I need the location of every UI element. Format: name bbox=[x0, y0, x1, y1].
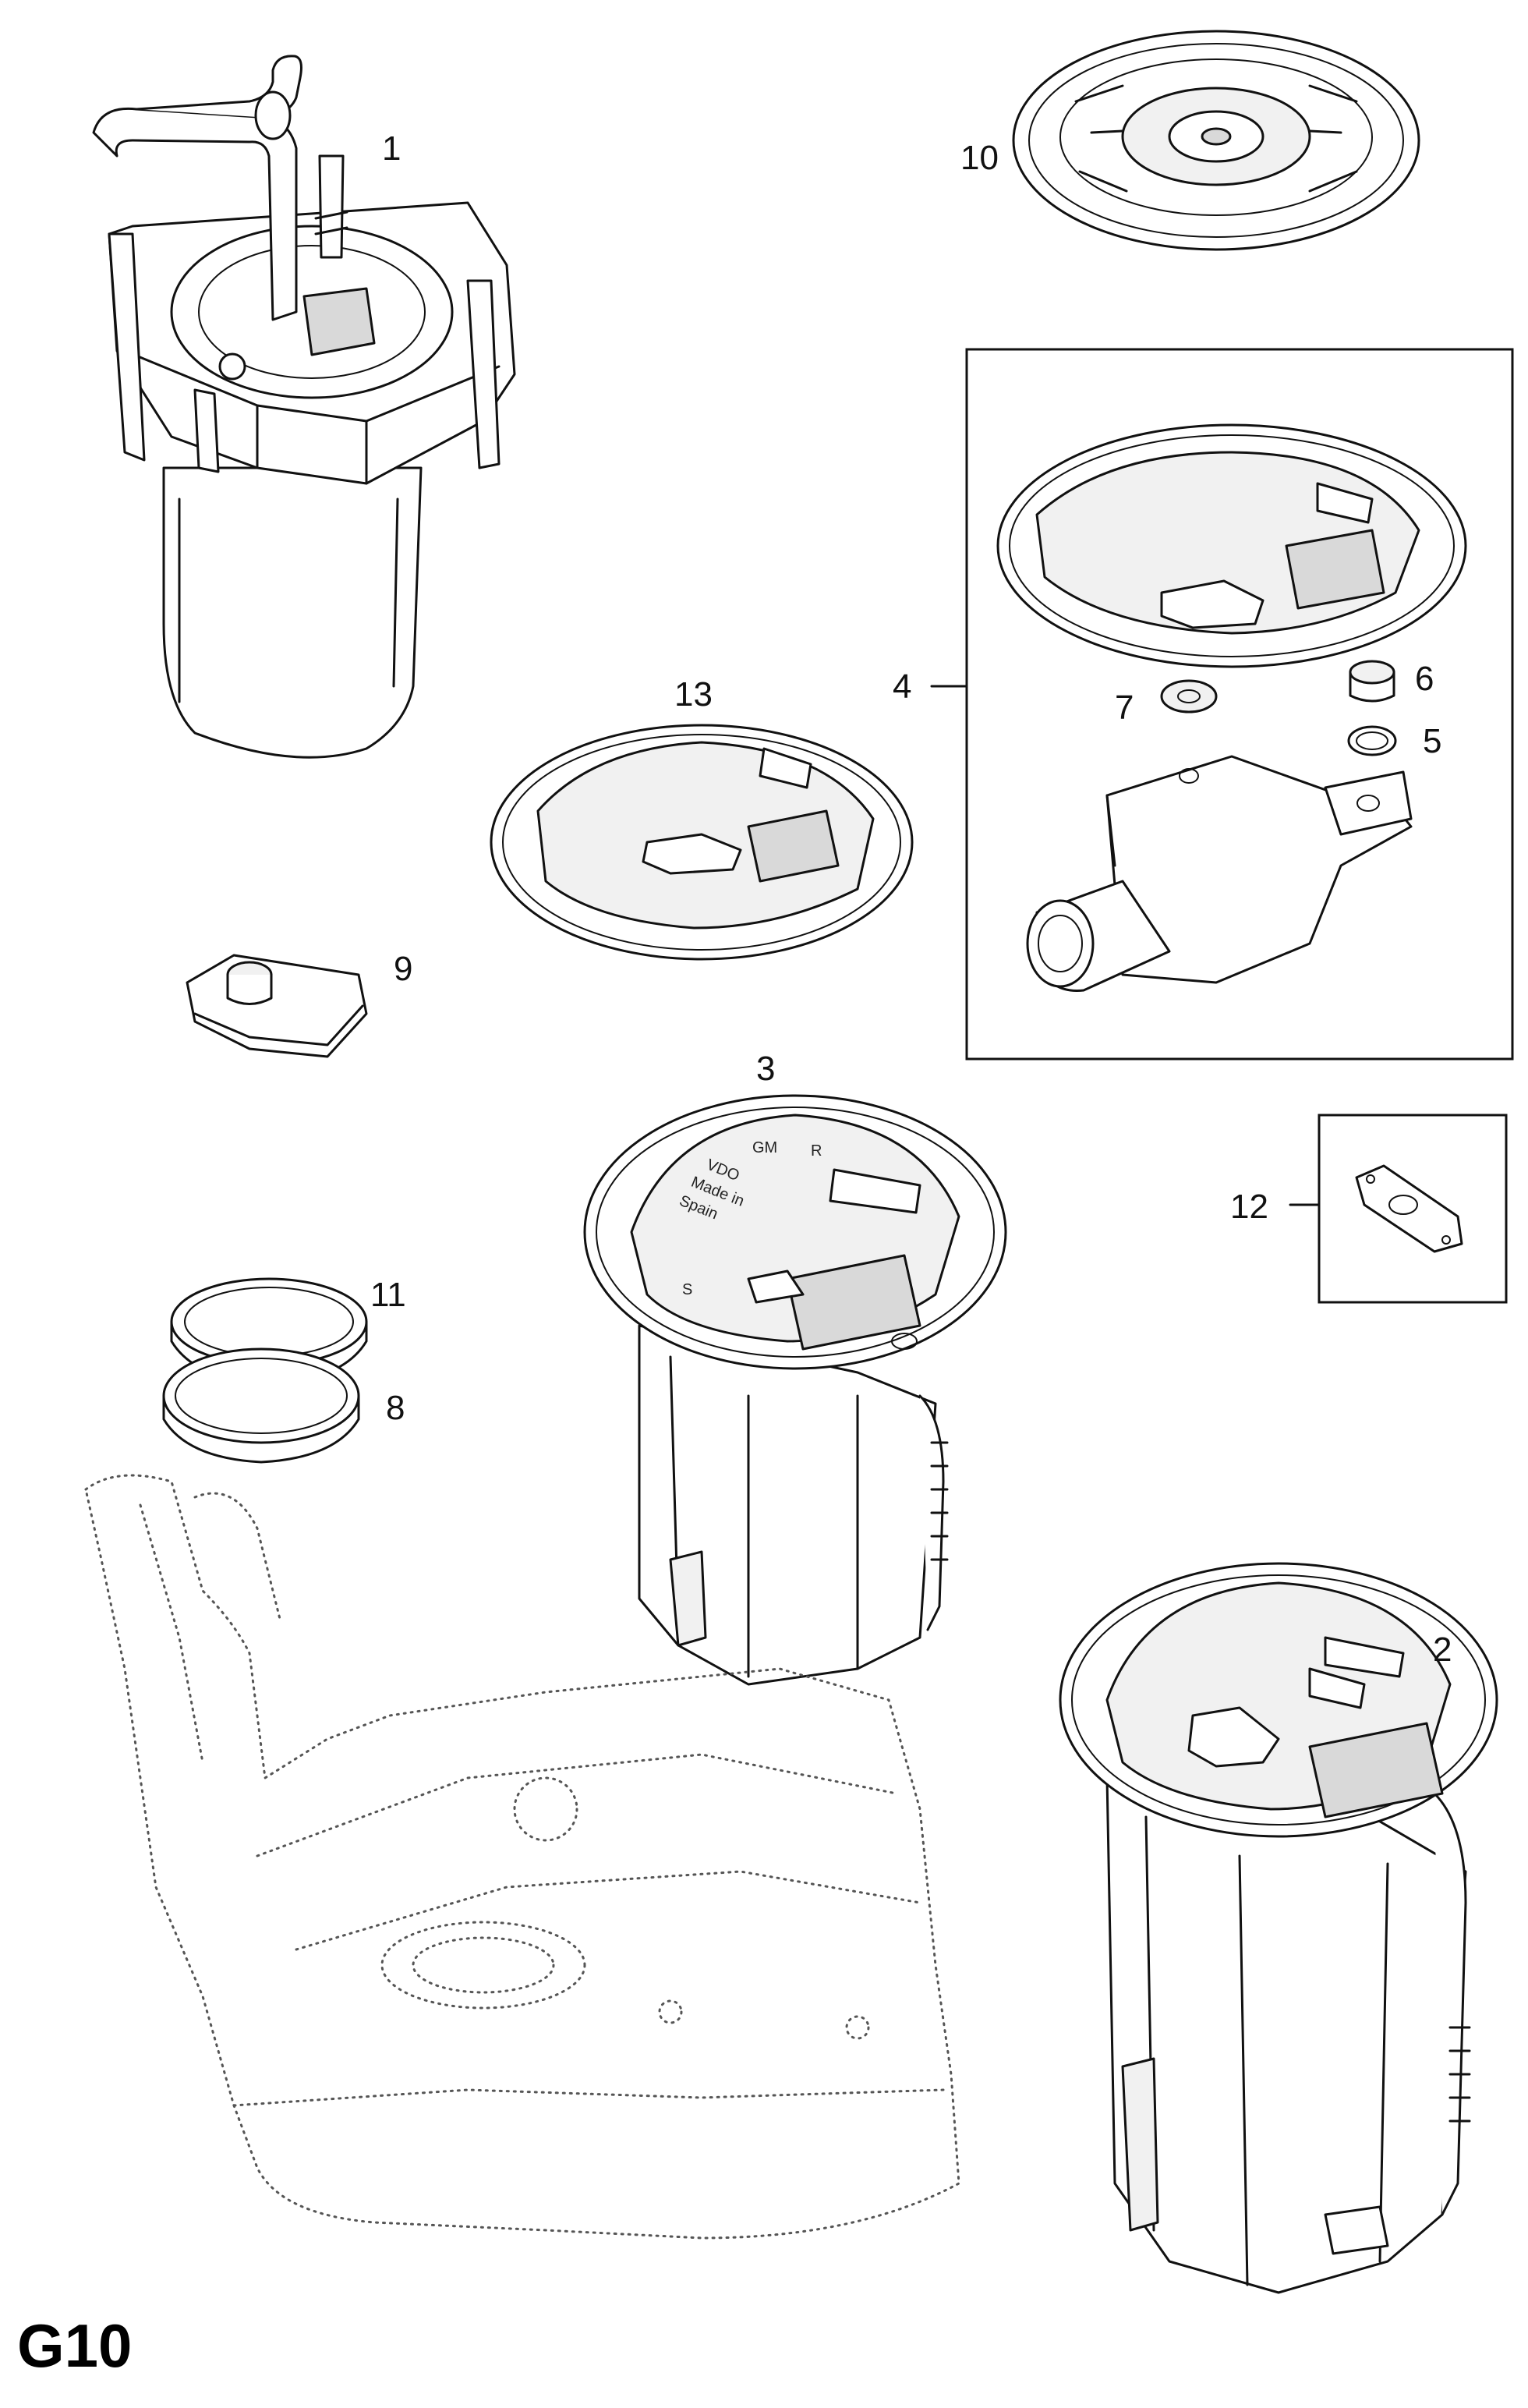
callout-11: 11 bbox=[370, 1276, 406, 1314]
part-4-pressure-sensor bbox=[1026, 755, 1413, 992]
part-9-strainer bbox=[186, 954, 368, 1058]
callout-9: 9 bbox=[394, 950, 412, 988]
callout-10: 10 bbox=[960, 139, 999, 177]
callout-8: 8 bbox=[386, 1389, 405, 1427]
part-10-tank-cover bbox=[1012, 30, 1420, 251]
fuel-tank-outline bbox=[84, 1474, 960, 2240]
callout-3: 3 bbox=[756, 1050, 775, 1088]
part-13-flange bbox=[490, 724, 914, 961]
part-3-pump-module bbox=[583, 1094, 1007, 1686]
part-1-pump-module bbox=[92, 55, 516, 759]
part-8-lock-ring bbox=[162, 1347, 360, 1464]
part-6-cap bbox=[1349, 660, 1395, 703]
part-4-group-box bbox=[930, 348, 1514, 1061]
callout-2: 2 bbox=[1433, 1631, 1452, 1669]
callout-12: 12 bbox=[1230, 1188, 1268, 1226]
callout-7: 7 bbox=[1115, 689, 1134, 727]
callout-13: 13 bbox=[674, 675, 713, 714]
flange-port-r: R bbox=[811, 1142, 822, 1160]
callout-5: 5 bbox=[1423, 722, 1441, 760]
part-4-flange bbox=[996, 423, 1467, 668]
callout-4: 4 bbox=[893, 668, 911, 706]
callout-1: 1 bbox=[382, 129, 401, 168]
part-7-washer bbox=[1160, 679, 1218, 714]
sheet-code: G10 bbox=[17, 2311, 132, 2380]
flange-logo: GM bbox=[752, 1139, 777, 1156]
callout-6: 6 bbox=[1415, 660, 1434, 698]
part-2-pump-module bbox=[1059, 1562, 1498, 2294]
part-12-gasket-box bbox=[1289, 1114, 1508, 1304]
part-5-o-ring bbox=[1347, 725, 1397, 756]
flange-port-s: S bbox=[682, 1281, 692, 1298]
